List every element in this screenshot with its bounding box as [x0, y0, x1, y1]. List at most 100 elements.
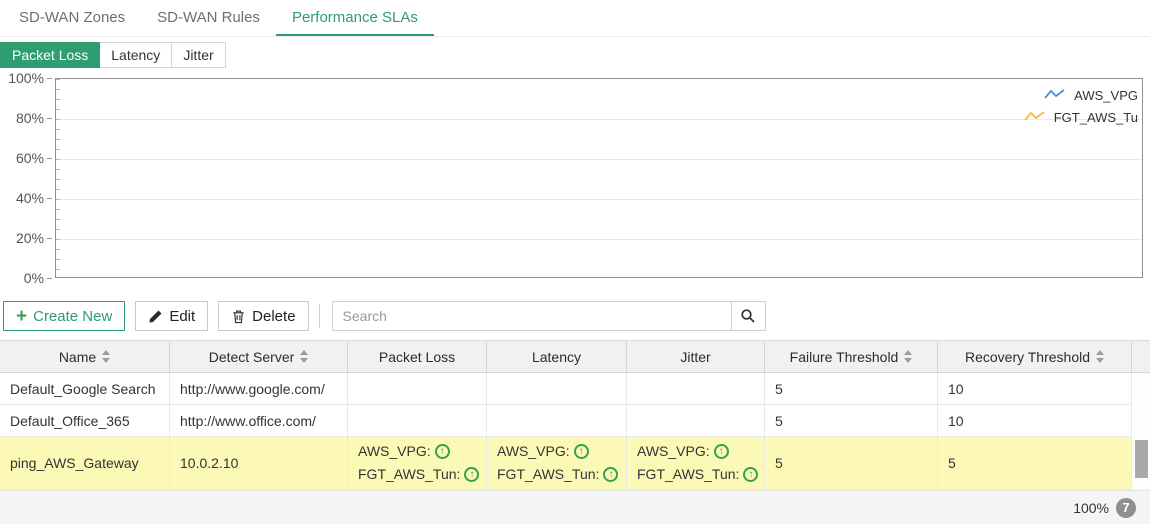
- legend-item-aws-vpg: AWS_VPG: [1044, 85, 1138, 105]
- column-header-name[interactable]: Name: [0, 341, 170, 372]
- count-badge[interactable]: 7: [1116, 497, 1136, 518]
- status-up-icon: [573, 444, 589, 459]
- subtab-packet-loss[interactable]: Packet Loss: [0, 42, 101, 68]
- vertical-scrollbar[interactable]: [1133, 373, 1150, 490]
- y-axis-tick: 40%: [0, 189, 52, 207]
- sla-member-label: FGT_AWS_Tun:: [358, 466, 461, 482]
- cell-recovery-threshold: 10: [938, 405, 1132, 436]
- scrollbar-thumb[interactable]: [1135, 440, 1148, 478]
- search-button[interactable]: [731, 301, 766, 331]
- table-toolbar: + Create New Edit Delete: [0, 300, 766, 332]
- column-header-packet-loss[interactable]: Packet Loss: [348, 341, 487, 372]
- table-row-selected[interactable]: ping_AWS_Gateway 10.0.2.10 AWS_VPG: FGT_…: [0, 437, 1132, 490]
- table-header-filler: [1132, 340, 1150, 373]
- column-header-latency[interactable]: Latency: [487, 341, 627, 372]
- search-icon: [741, 309, 755, 323]
- cell-jitter: [627, 373, 765, 404]
- create-new-label: Create New: [33, 307, 113, 325]
- column-label: Jitter: [680, 348, 711, 365]
- cell-detect-server: 10.0.2.10: [170, 437, 348, 489]
- sort-icon: [904, 350, 913, 363]
- status-up-icon: [713, 444, 729, 459]
- cell-latency: AWS_VPG: FGT_AWS_Tun:: [487, 437, 627, 489]
- cell-failure-threshold: 5: [765, 373, 938, 404]
- cell-detect-server: http://www.google.com/: [170, 373, 348, 404]
- y-axis-tick: 80%: [0, 109, 52, 127]
- edit-button[interactable]: Edit: [135, 301, 209, 331]
- y-axis-tick: 0%: [0, 269, 52, 287]
- delete-label: Delete: [252, 307, 296, 325]
- cell-packet-loss: AWS_VPG: FGT_AWS_Tun:: [348, 437, 487, 489]
- tab-sdwan-zones[interactable]: SD-WAN Zones: [19, 8, 126, 26]
- cell-jitter: [627, 405, 765, 436]
- cell-name: Default_Google Search: [0, 373, 170, 404]
- cell-detect-server: http://www.office.com/: [170, 405, 348, 436]
- status-up-icon: [743, 467, 759, 482]
- column-label: Detect Server: [208, 348, 295, 365]
- y-axis-tick: 20%: [0, 229, 52, 247]
- chart-plot-area: AWS_VPG FGT_AWS_Tu: [55, 78, 1143, 278]
- create-new-button[interactable]: + Create New: [3, 301, 126, 331]
- cell-name: Default_Office_365: [0, 405, 170, 436]
- sort-icon: [1096, 350, 1105, 363]
- cell-jitter: AWS_VPG: FGT_AWS_Tun:: [627, 437, 765, 489]
- sla-table-body: Default_Google Search http://www.google.…: [0, 373, 1132, 490]
- column-header-failure-threshold[interactable]: Failure Threshold: [765, 341, 938, 372]
- gridline-60: [56, 159, 1142, 160]
- column-label: Recovery Threshold: [964, 348, 1091, 365]
- gridline-40: [56, 199, 1142, 200]
- zoom-level: 100%: [1073, 499, 1109, 516]
- line-series-icon: [1044, 89, 1065, 99]
- line-series-icon: [1024, 111, 1045, 121]
- column-label: Failure Threshold: [789, 348, 899, 365]
- y-axis-minor-ticks: [56, 79, 60, 277]
- cell-name: ping_AWS_Gateway: [0, 437, 170, 489]
- status-up-icon: [464, 467, 480, 482]
- gridline-80: [56, 119, 1142, 120]
- cell-latency: [487, 373, 627, 404]
- edit-label: Edit: [169, 307, 196, 325]
- column-header-detect-server[interactable]: Detect Server: [170, 341, 348, 372]
- toolbar-divider: [318, 304, 320, 328]
- cell-failure-threshold: 5: [765, 405, 938, 436]
- sla-member-label: AWS_VPG:: [497, 443, 570, 459]
- cell-recovery-threshold: 10: [938, 373, 1132, 404]
- pencil-icon: [149, 310, 162, 322]
- legend-item-fgt-aws-tu: FGT_AWS_Tu: [1024, 107, 1138, 127]
- delete-button[interactable]: Delete: [218, 301, 309, 331]
- sla-member-label: AWS_VPG:: [637, 443, 710, 459]
- y-axis-tick: 60%: [0, 149, 52, 167]
- status-up-icon: [434, 444, 450, 459]
- cell-packet-loss: [348, 405, 487, 436]
- chart-legend: AWS_VPG FGT_AWS_Tu: [1024, 85, 1138, 127]
- column-header-jitter[interactable]: Jitter: [627, 341, 765, 372]
- legend-label: AWS_VPG: [1074, 87, 1138, 103]
- cell-latency: [487, 405, 627, 436]
- table-row[interactable]: Default_Google Search http://www.google.…: [0, 373, 1132, 405]
- tab-performance-slas[interactable]: Performance SLAs: [275, 0, 434, 36]
- plus-icon: +: [16, 305, 28, 327]
- table-header-row: Name Detect Server Packet Loss Latency J…: [0, 340, 1132, 373]
- status-footer: 100% 7: [0, 490, 1150, 524]
- status-up-icon: [603, 467, 619, 482]
- column-label: Latency: [531, 348, 582, 365]
- tab-sdwan-rules[interactable]: SD-WAN Rules: [157, 8, 260, 26]
- cell-recovery-threshold: 5: [938, 437, 1132, 489]
- search-input[interactable]: [331, 301, 732, 331]
- sla-member-label: AWS_VPG:: [358, 443, 431, 459]
- column-header-recovery-threshold[interactable]: Recovery Threshold: [938, 341, 1132, 372]
- subtab-jitter[interactable]: Jitter: [172, 42, 226, 68]
- sla-member-label: FGT_AWS_Tun:: [637, 466, 740, 482]
- legend-label: FGT_AWS_Tu: [1053, 109, 1138, 125]
- y-axis-tick: 100%: [0, 69, 52, 87]
- column-label: Name: [58, 348, 97, 365]
- sort-icon: [300, 350, 309, 363]
- sla-member-label: FGT_AWS_Tun:: [497, 466, 600, 482]
- sort-icon: [102, 350, 111, 363]
- table-row[interactable]: Default_Office_365 http://www.office.com…: [0, 405, 1132, 437]
- gridline-20: [56, 239, 1142, 240]
- subtab-latency[interactable]: Latency: [100, 42, 173, 68]
- column-label: Packet Loss: [378, 348, 456, 365]
- trash-icon: [233, 310, 244, 323]
- metric-subtab-bar: Packet Loss Latency Jitter: [0, 42, 226, 68]
